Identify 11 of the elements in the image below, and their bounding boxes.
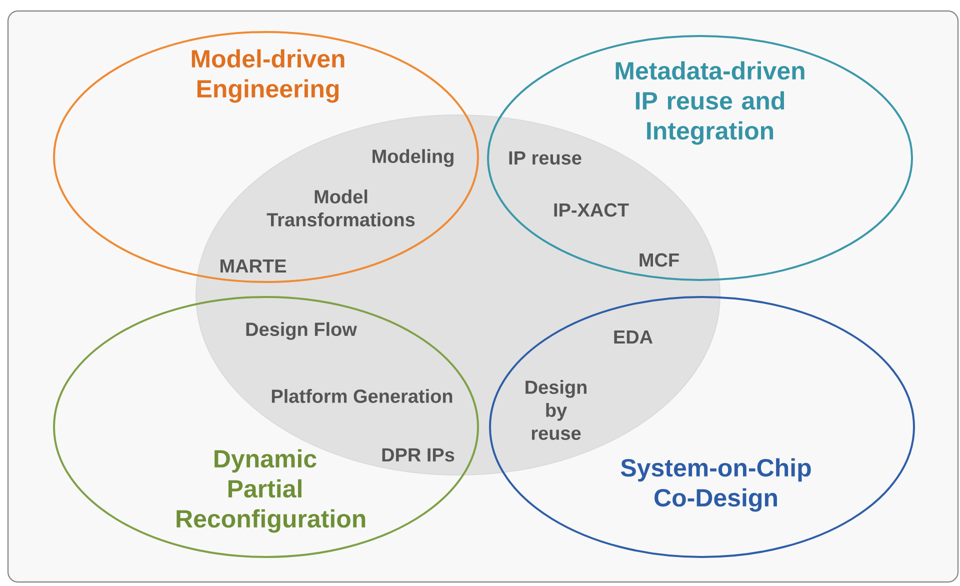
term-label: IP reuse (509, 151, 582, 165)
term-label: Model Transformations (266, 190, 415, 226)
term-label: MCF (640, 253, 679, 267)
term-label: IP-XACT (554, 203, 629, 217)
term-label: Platform Generation (272, 389, 452, 403)
term-label: DPR IPs (382, 448, 454, 462)
term-label: Design by reuse (526, 380, 586, 440)
term-label: MARTE (220, 259, 286, 273)
term-label: EDA (614, 330, 653, 344)
term-label: Modeling (372, 149, 454, 167)
term-label: Design Flow (246, 322, 357, 340)
